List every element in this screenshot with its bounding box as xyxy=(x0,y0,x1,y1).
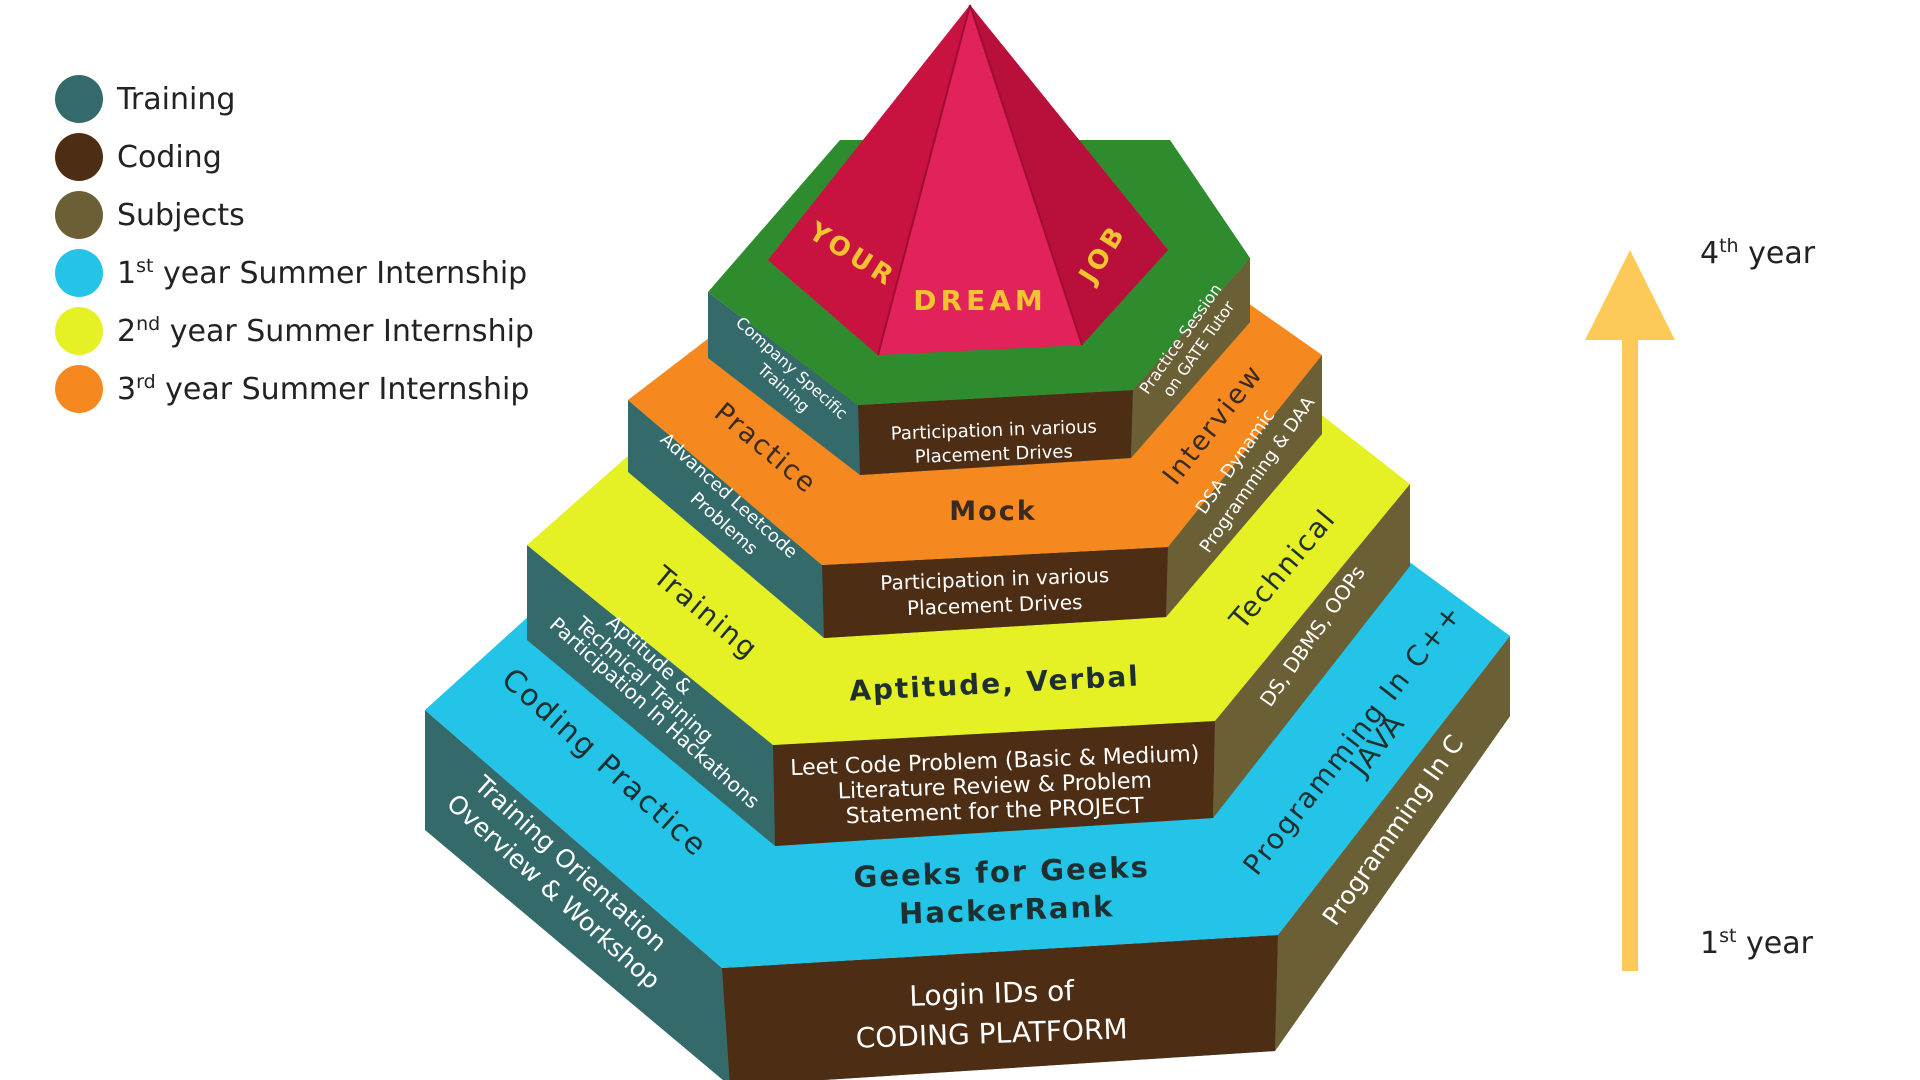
legend-item-subjects: Subjects xyxy=(55,186,534,244)
apex-pyramid xyxy=(768,4,1168,356)
tier1-front-1: Login IDs of xyxy=(909,974,1076,1013)
tier1-top-center-2: HackerRank xyxy=(898,889,1114,930)
legend-item-coding: Coding xyxy=(55,128,534,186)
legend-swatch xyxy=(55,133,103,181)
legend-swatch xyxy=(55,75,103,123)
legend-label: Training xyxy=(117,81,236,117)
legend-label: Coding xyxy=(117,139,222,175)
legend: Training Coding Subjects 1st year Summer… xyxy=(55,70,534,418)
legend-swatch xyxy=(55,191,103,239)
legend-label: Subjects xyxy=(117,197,245,233)
year-label-top: 4th year xyxy=(1700,235,1816,271)
legend-swatch xyxy=(55,307,103,355)
tier3-top-center: Mock xyxy=(949,496,1036,527)
legend-item-1st-internship: 1st year Summer Internship xyxy=(55,244,534,302)
legend-swatch xyxy=(55,365,103,413)
apex-word-dream: DREAM xyxy=(913,284,1046,317)
tier-1 xyxy=(425,555,1510,1080)
legend-item-2nd-internship: 2nd year Summer Internship xyxy=(55,302,534,360)
year-label-bottom: 1st year xyxy=(1700,925,1813,961)
legend-label: 2nd year Summer Internship xyxy=(117,313,534,349)
legend-item-3rd-internship: 3rd year Summer Internship xyxy=(55,360,534,418)
legend-label: 1st year Summer Internship xyxy=(117,255,528,291)
progress-arrow xyxy=(1585,250,1675,971)
legend-label: 3rd year Summer Internship xyxy=(117,371,530,407)
legend-item-training: Training xyxy=(55,70,534,128)
legend-swatch xyxy=(55,249,103,297)
